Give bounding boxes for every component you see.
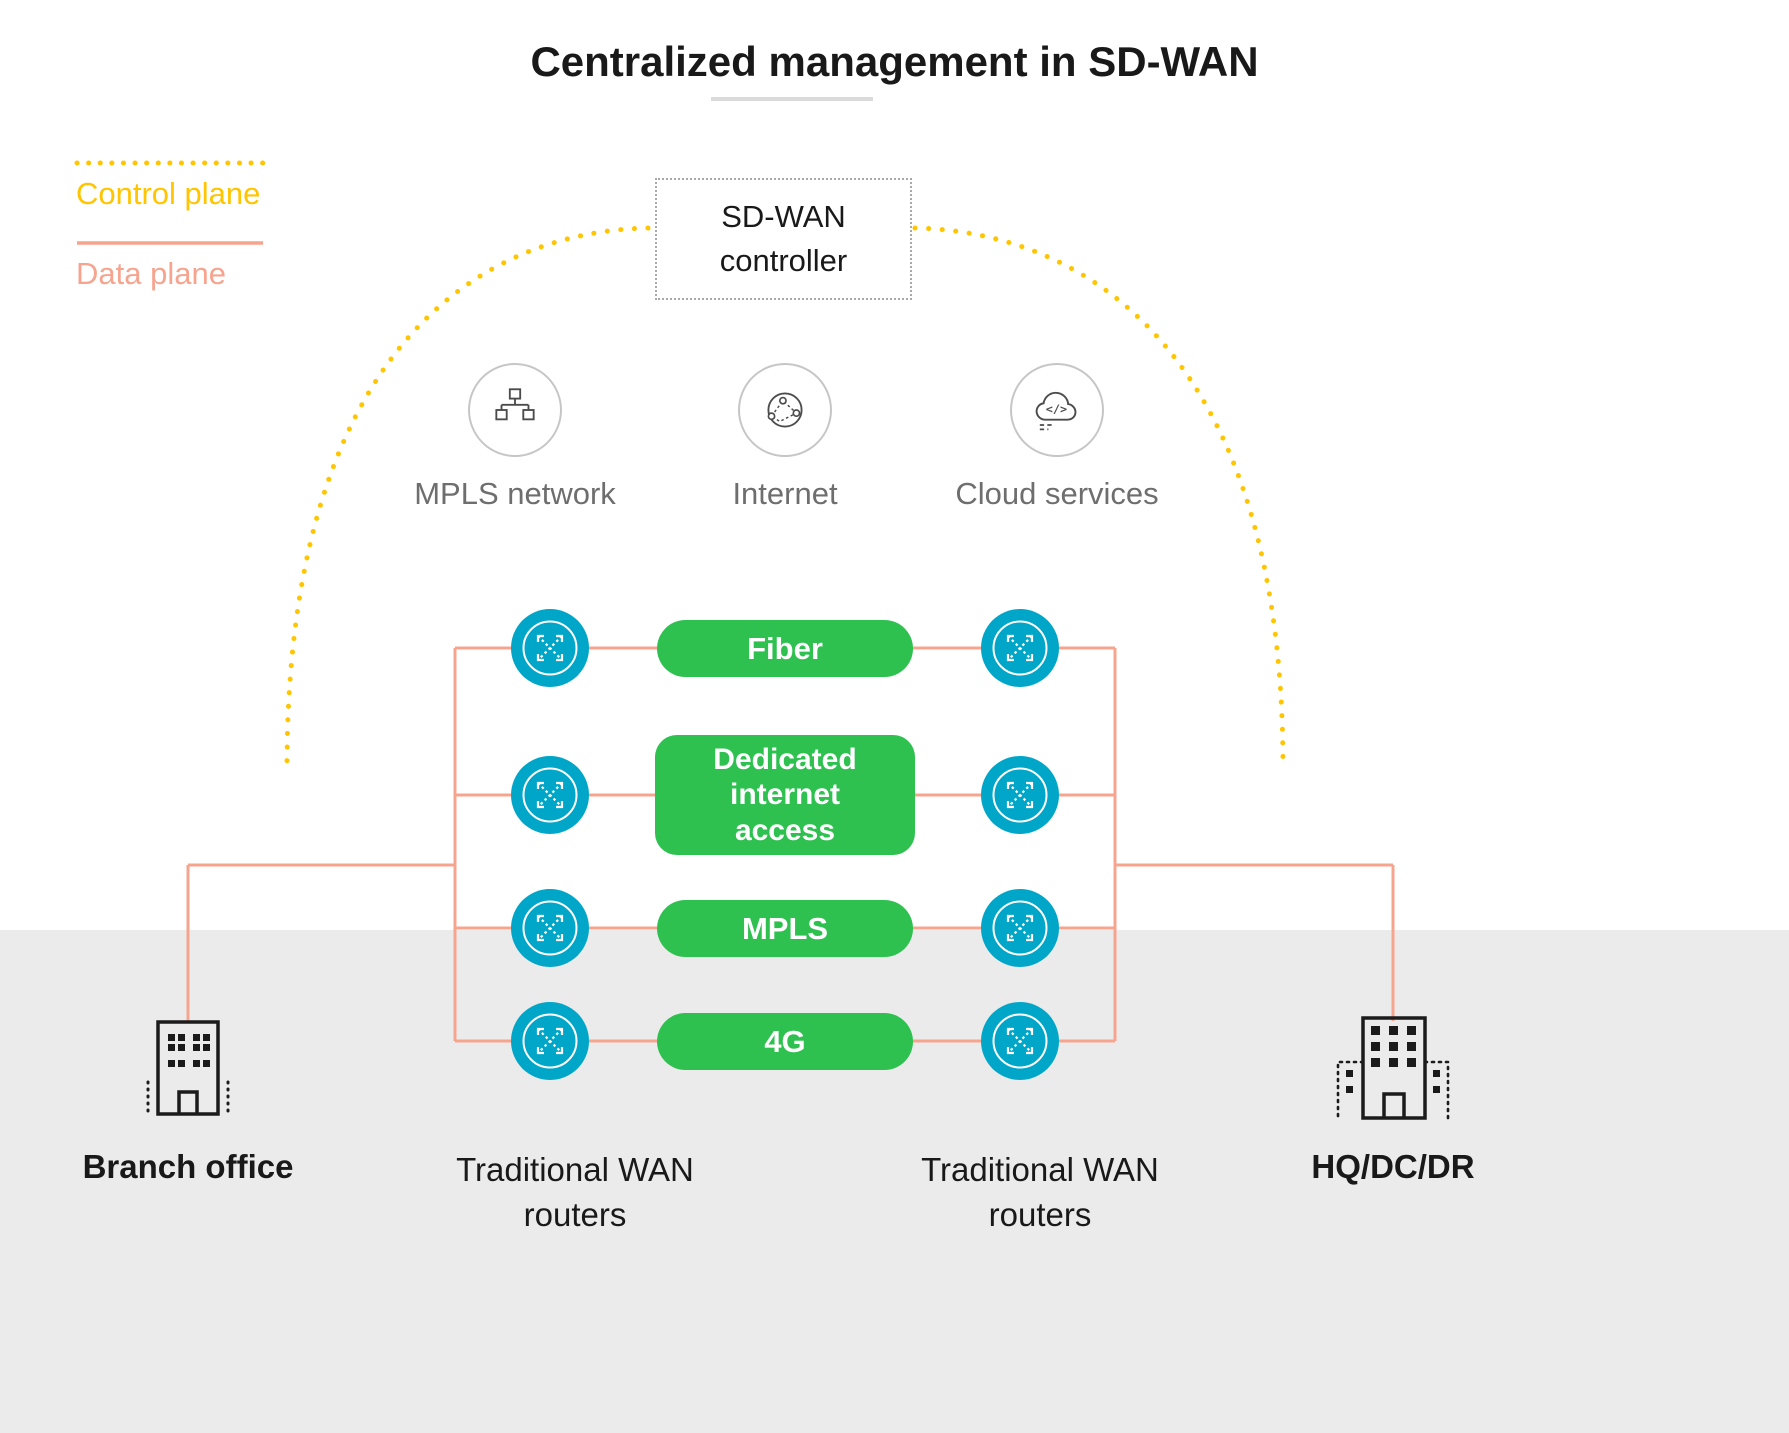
legend-control-plane-label: Control plane [76, 176, 261, 211]
control-plane-arc-right [912, 225, 1286, 771]
cloud-code-icon: </> [1035, 391, 1077, 431]
code-glyph: </> [1046, 402, 1067, 416]
hq-building-icon [1318, 1012, 1468, 1125]
wan-router-right-4g [981, 1002, 1059, 1080]
link-fiber: Fiber [657, 620, 913, 677]
hq-label: HQ/DC/DR [1311, 1148, 1475, 1185]
branch-office-icon [132, 1016, 244, 1123]
link-4g: 4G [657, 1013, 913, 1070]
link-mpls: MPLS [657, 900, 913, 957]
cloud-services-label: Cloud services [955, 476, 1159, 511]
right-wan-routers-label: Traditional WAN routers [921, 1151, 1159, 1233]
router-icon [992, 1013, 1048, 1069]
wan-router-left-dia [511, 756, 589, 834]
router-icon [522, 620, 578, 676]
wan-router-left-fiber [511, 609, 589, 687]
wan-router-right-fiber [981, 609, 1059, 687]
control-plane-arc-left [284, 225, 651, 771]
router-icon [992, 900, 1048, 956]
mpls-network-label: MPLS network [414, 476, 616, 511]
title-underline [711, 97, 873, 101]
page-title: Centralized management in SD-WAN [530, 38, 1259, 85]
branch-office-label: Branch office [82, 1148, 294, 1185]
sdwan-controller-label: SD-WAN controller [719, 198, 848, 278]
service-mpls-network [468, 363, 562, 457]
wan-router-right-dia [981, 756, 1059, 834]
left-wan-routers-label: Traditional WAN routers [456, 1151, 694, 1233]
router-icon [522, 767, 578, 823]
service-internet [738, 363, 832, 457]
link-dedicated-internet-access: Dedicated internet access [655, 735, 915, 855]
wan-router-left-4g [511, 1002, 589, 1080]
router-icon [522, 1013, 578, 1069]
router-icon [522, 900, 578, 956]
service-cloud: </> [1010, 363, 1104, 457]
wan-router-right-mpls [981, 889, 1059, 967]
internet-label: Internet [732, 476, 838, 511]
legend-data-plane-label: Data plane [76, 256, 226, 291]
router-icon [992, 620, 1048, 676]
mpls-network-icon [495, 388, 535, 421]
internet-globe-icon [767, 392, 803, 428]
sdwan-controller-box: SD-WAN controller [655, 178, 912, 300]
router-icon [992, 767, 1048, 823]
wan-router-left-mpls [511, 889, 589, 967]
